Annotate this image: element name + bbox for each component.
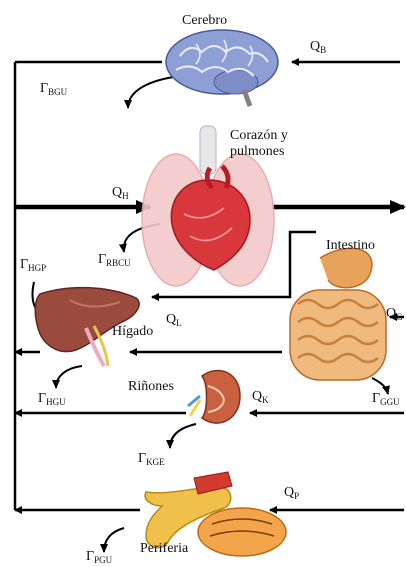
rate-pgu-label: ΓPGU [86, 550, 112, 564]
heart-lungs-label: Corazón y pulmones [230, 128, 288, 160]
heart-lungs-label-line2: pulmones [230, 144, 288, 160]
rate-rbcu-label: ΓRBCU [98, 253, 131, 267]
bgu-curved-arrow [128, 76, 180, 108]
kge-curved-arrow [170, 424, 196, 448]
periphery-label: Periferia [140, 542, 188, 556]
rate-hgu-label: ΓHGU [38, 392, 66, 406]
rate-hgp-label: ΓHGP [20, 258, 46, 272]
liver-label: Hígado [112, 325, 153, 339]
flow-qh-label: QH [112, 186, 129, 200]
flow-qb-label: QB [310, 40, 326, 54]
rate-kge-label: ΓKGE [138, 452, 165, 466]
intestine-illustration [290, 248, 386, 380]
brain-label: Cerebro [182, 14, 227, 28]
kidney-illustration [188, 370, 240, 423]
flow-qp-label: QP [284, 486, 299, 500]
flow-ql-label: QL [166, 313, 182, 327]
heart-lungs-label-line1: Corazón y [230, 128, 288, 144]
rate-bgu-label: ΓBGU [40, 82, 67, 96]
rate-ggu-label: ΓGGU [372, 392, 400, 406]
flow-qk-label: QK [252, 390, 269, 404]
hgu-curved-arrow [56, 366, 82, 388]
pgu-curved-arrow [104, 528, 124, 552]
flow-qg-label: QG [386, 307, 403, 321]
brain-illustration [166, 30, 278, 106]
intestine-label: Intestino [326, 239, 375, 253]
kidneys-label: Riñones [128, 380, 174, 394]
